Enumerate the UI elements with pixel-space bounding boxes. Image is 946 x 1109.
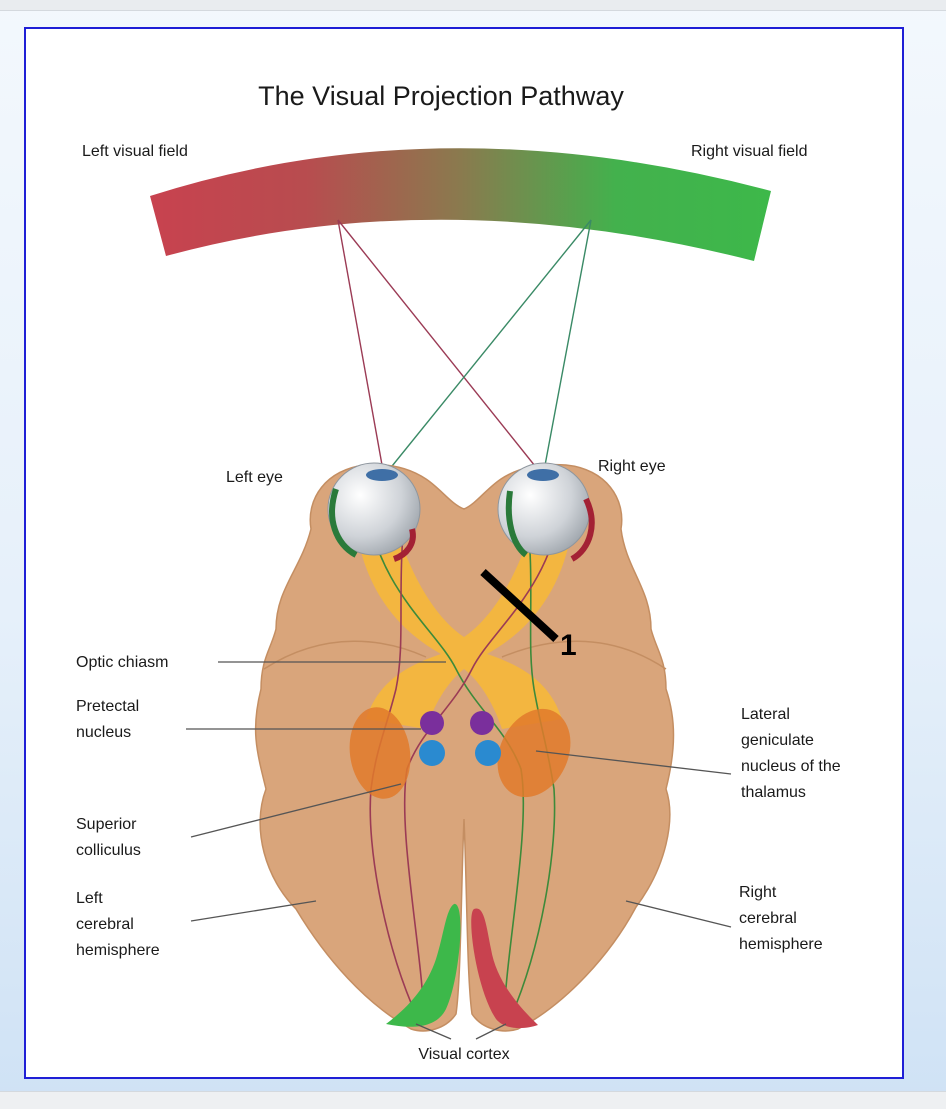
marker-1-label: 1 (560, 629, 577, 662)
visual-pathway-diagram: The Visual Projection Pathway Left visua… (76, 81, 845, 1063)
left-lgn-shape (349, 707, 411, 799)
lobe-boundary (263, 640, 667, 670)
left-hemisphere-label: Left cerebral hemisphere (76, 890, 160, 959)
leader-lines (186, 661, 732, 1040)
optic-pathway (356, 529, 572, 729)
brain-shape (254, 463, 675, 1032)
right-eye-icon (497, 462, 595, 562)
optic-chiasm-label: Optic chiasm (76, 654, 168, 671)
left-visual-field-label: Left visual field (82, 143, 188, 160)
right-pretectal-nucleus (470, 711, 494, 735)
left-pretectal-nucleus (420, 711, 444, 735)
bottom-bar (0, 1091, 946, 1109)
left-eye-label: Left eye (226, 469, 283, 486)
right-visual-cortex (471, 908, 538, 1029)
right-lgn-shape (497, 708, 571, 798)
pretectal-nucleus-label: Pretectal nucleus (76, 698, 144, 741)
superior-colliculus-label: Superior colliculus (76, 816, 141, 859)
diagram-title: The Visual Projection Pathway (258, 81, 624, 111)
marker-pointer (480, 569, 559, 642)
right-hemisphere-label: Right cerebral hemisphere (739, 884, 823, 953)
diagram-frame: The Visual Projection Pathway Left visua… (24, 27, 904, 1079)
lateral-geniculate-label: Lateral geniculate nucleus of the thalam… (741, 706, 845, 801)
right-visual-field-label: Right visual field (691, 143, 808, 160)
top-bar (0, 0, 946, 11)
visual-field-arc (150, 148, 771, 261)
left-eye-icon (327, 462, 421, 562)
right-superior-colliculus (475, 740, 501, 766)
right-eye-label: Right eye (598, 458, 666, 475)
projection-lines (337, 219, 592, 477)
left-superior-colliculus (419, 740, 445, 766)
visual-cortex-label: Visual cortex (418, 1046, 509, 1063)
left-visual-cortex (386, 903, 461, 1027)
